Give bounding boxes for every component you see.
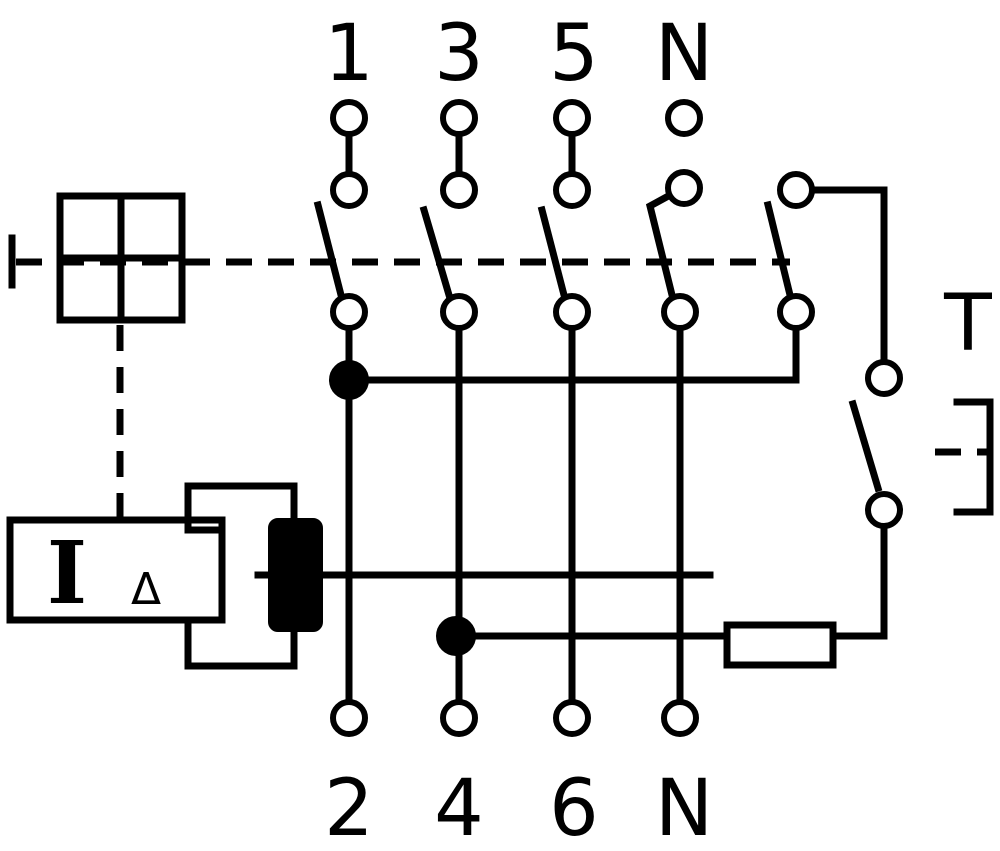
test-resistor <box>723 621 837 669</box>
sensor-label-i: I <box>47 523 87 624</box>
sensor-label-delta: Δ <box>131 564 161 615</box>
junction-node-1 <box>329 360 369 400</box>
test-circuit <box>345 186 994 669</box>
terminal-label-bottom-n: N <box>655 764 713 851</box>
test-button-label: T <box>943 279 992 369</box>
switch-blades <box>313 189 795 300</box>
terminal-label-top-5: 5 <box>549 9 599 99</box>
terminal-label-top-1: 1 <box>324 9 374 99</box>
terminal-label-bottom-6: 6 <box>549 764 599 851</box>
terminal-label-bottom-4: 4 <box>434 764 484 851</box>
terminals <box>330 99 903 737</box>
trip-mechanism <box>56 192 186 324</box>
transformer-core <box>268 518 323 632</box>
terminal-label-top-3: 3 <box>434 9 484 99</box>
test-button-bracket <box>953 398 994 516</box>
terminal-label-bottom-2: 2 <box>324 764 374 851</box>
phase-lines <box>345 326 684 704</box>
junction-node-2 <box>436 616 476 656</box>
terminal-label-top-n: N <box>655 9 713 99</box>
residual-sensor: I Δ <box>6 516 226 624</box>
mechanical-linkage <box>8 234 990 520</box>
